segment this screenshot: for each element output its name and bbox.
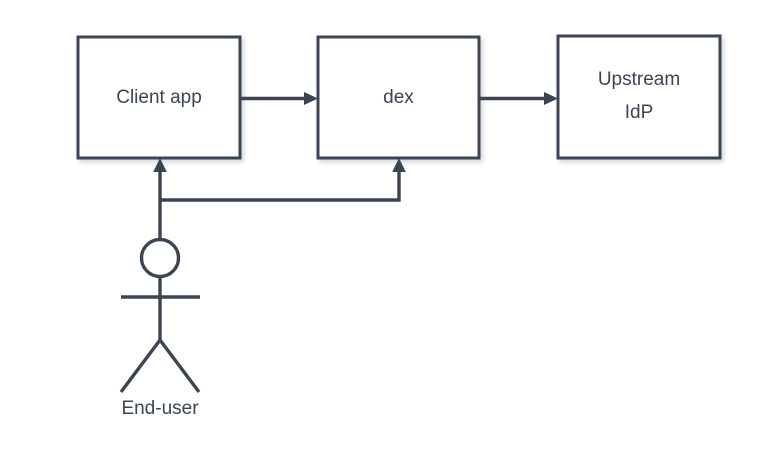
actor-end-user-label: End-user bbox=[121, 398, 199, 419]
edge-user-to-dex-line bbox=[160, 172, 401, 202]
actor-head-icon bbox=[139, 237, 181, 279]
node-client-app[interactable]: Client app bbox=[76, 35, 242, 160]
node-client-app-rect bbox=[76, 35, 242, 160]
actor-left-leg-icon bbox=[119, 338, 162, 394]
edge-user-to-client bbox=[153, 158, 167, 240]
actor-right-leg-icon bbox=[158, 338, 201, 394]
edge-dex-to-upstream bbox=[479, 92, 558, 105]
node-client-app-label: Client app bbox=[116, 87, 202, 108]
node-dex-label: dex bbox=[383, 87, 414, 108]
edge-dex-to-upstream-arrowhead bbox=[544, 92, 558, 105]
node-dex-rect bbox=[316, 35, 481, 160]
node-upstream-idp-rect bbox=[556, 34, 722, 160]
node-upstream-idp-label-line2: IdP bbox=[625, 102, 654, 123]
edge-client-to-dex-arrowhead bbox=[304, 92, 318, 105]
node-upstream-idp-label-line1: Upstream bbox=[598, 69, 680, 90]
edge-client-to-dex bbox=[240, 92, 318, 105]
edge-user-to-dex-arrowhead bbox=[392, 158, 406, 172]
node-dex[interactable]: dex bbox=[316, 35, 481, 160]
actor-end-user[interactable]: End-user bbox=[119, 237, 201, 420]
edge-user-to-client-arrowhead bbox=[153, 158, 167, 172]
node-upstream-idp[interactable]: Upstream IdP bbox=[556, 34, 722, 160]
edge-user-to-dex bbox=[160, 158, 406, 202]
